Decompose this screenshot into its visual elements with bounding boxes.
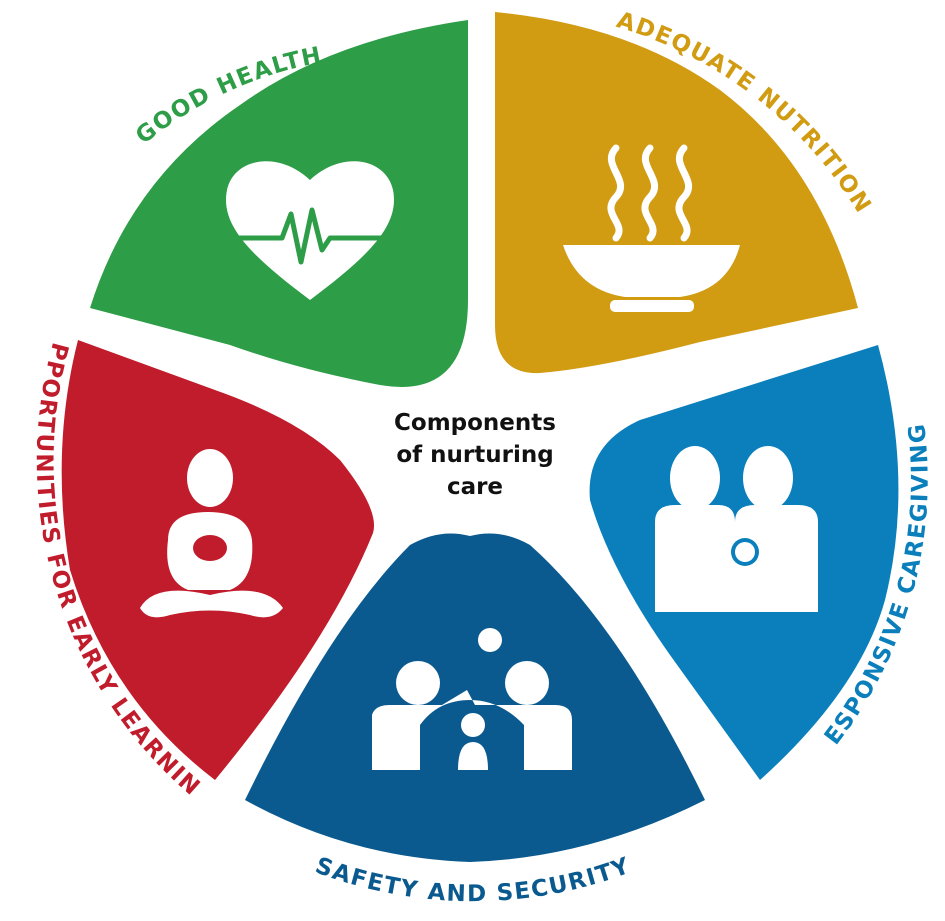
segment-safety-and-security-shape <box>245 533 705 862</box>
segment-opportunities-for-early-learning <box>61 340 375 780</box>
segment-safety-and-security <box>245 533 705 862</box>
parents-with-baby-icon <box>655 446 818 612</box>
child-learning-icon <box>140 449 283 618</box>
pulse-line <box>230 207 390 265</box>
family-shelter-icon <box>372 628 572 770</box>
center-title-line-2: of nurturing <box>396 442 553 468</box>
center-title-line-3: care <box>447 474 503 500</box>
segment-adequate-nutrition-shape <box>495 12 858 374</box>
soup-bowl-icon <box>607 144 693 242</box>
segment-good-health <box>90 20 468 387</box>
center-title: Components of nurturing care <box>394 410 556 500</box>
center-title-line-1: Components <box>394 410 556 436</box>
segment-adequate-nutrition <box>495 12 858 374</box>
segment-responsive-caregiving <box>589 345 899 780</box>
heart-pulse-icon <box>226 161 394 300</box>
